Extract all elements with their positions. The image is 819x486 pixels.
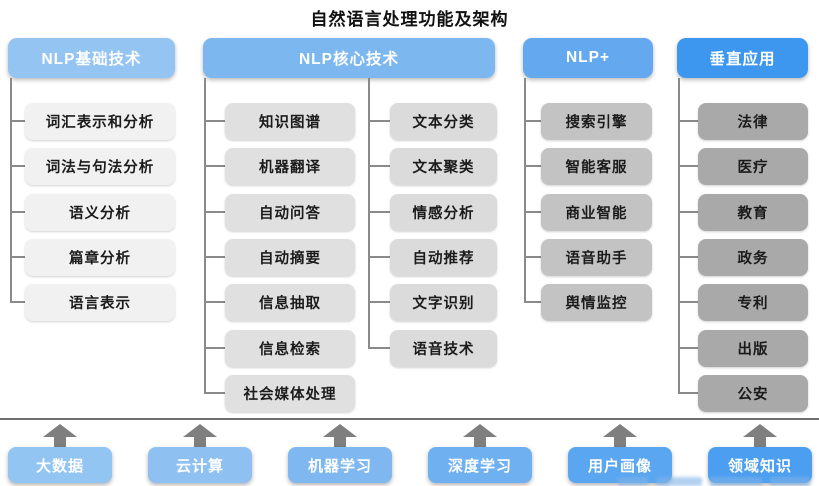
connector-branch [678, 211, 698, 213]
connector-trunk-nlp-plus [524, 78, 526, 303]
connector-branch [368, 211, 390, 213]
foundation-separator-line [0, 418, 819, 420]
up-arrow-icon [463, 424, 497, 448]
foundation-big-data: 大数据 [8, 447, 112, 483]
connector-branch [204, 211, 225, 213]
header-nlp-core: NLP核心技术 [203, 38, 495, 78]
node-ocr: 文字识别 [390, 284, 497, 321]
connector-branch [678, 165, 698, 167]
connector-branch [524, 211, 541, 213]
connector-branch [204, 120, 225, 122]
node-language-representation: 语言表示 [25, 284, 175, 321]
connector-branch [368, 165, 390, 167]
node-semantic-analysis: 语义分析 [25, 194, 175, 231]
node-publishing: 出版 [698, 330, 808, 367]
connector-branch [524, 256, 541, 258]
connector-branch [204, 392, 225, 394]
node-knowledge-graph: 知识图谱 [225, 103, 355, 140]
diagram-title: 自然语言处理功能及架构 [310, 10, 509, 29]
connector-branch [204, 256, 225, 258]
node-information-retrieval: 信息检索 [225, 330, 355, 367]
connector-branch [678, 301, 698, 303]
connector-branch [204, 347, 225, 349]
up-arrow-icon [43, 424, 77, 448]
connector-branch [10, 120, 25, 122]
node-discourse-analysis: 篇章分析 [25, 239, 175, 276]
header-nlp-basic: NLP基础技术 [8, 38, 175, 78]
connector-branch [204, 301, 225, 303]
connector-branch [678, 347, 698, 349]
node-lexical-representation: 词汇表示和分析 [25, 103, 175, 140]
header-vertical-apps: 垂直应用 [677, 38, 808, 78]
node-search-engine: 搜索引擎 [541, 103, 652, 140]
connector-branch [368, 347, 390, 349]
node-morphology-syntax: 词法与句法分析 [25, 148, 175, 185]
connector-branch [368, 256, 390, 258]
up-arrow-icon [183, 424, 217, 448]
node-machine-translation: 机器翻译 [225, 148, 355, 185]
node-business-intelligence: 商业智能 [541, 194, 652, 231]
foundation-cloud-computing: 云计算 [148, 447, 252, 483]
node-information-extraction: 信息抽取 [225, 284, 355, 321]
up-arrow-icon [603, 424, 637, 448]
node-opinion-monitoring: 舆情监控 [541, 284, 652, 321]
node-speech-technology: 语音技术 [390, 330, 497, 367]
connector-branch [678, 120, 698, 122]
node-sentiment-analysis: 情感分析 [390, 194, 497, 231]
node-education: 教育 [698, 194, 808, 231]
up-arrow-icon [323, 424, 357, 448]
node-text-clustering: 文本聚类 [390, 148, 497, 185]
connector-trunk-core-left [204, 78, 206, 394]
node-medical: 医疗 [698, 148, 808, 185]
connector-trunk-basic [10, 78, 12, 303]
connector-branch [524, 301, 541, 303]
up-arrow-icon [743, 424, 777, 448]
node-text-classification: 文本分类 [390, 103, 497, 140]
connector-trunk-core-right [368, 78, 370, 349]
connector-branch [368, 301, 390, 303]
node-auto-summarization: 自动摘要 [225, 239, 355, 276]
connector-branch [204, 165, 225, 167]
header-nlp-plus: NLP+ [523, 38, 653, 78]
node-public-security: 公安 [698, 375, 808, 412]
connector-branch [10, 301, 25, 303]
node-intelligent-customer-service: 智能客服 [541, 148, 652, 185]
connector-branch [10, 165, 25, 167]
connector-branch [678, 256, 698, 258]
connector-branch [368, 120, 390, 122]
connector-branch [678, 392, 698, 394]
node-social-media-processing: 社会媒体处理 [225, 375, 355, 412]
node-patent: 专利 [698, 284, 808, 321]
node-question-answering: 自动问答 [225, 194, 355, 231]
foundation-deep-learning: 深度学习 [428, 447, 532, 483]
node-voice-assistant: 语音助手 [541, 239, 652, 276]
connector-trunk-vertical [678, 78, 680, 394]
connector-branch [524, 165, 541, 167]
connector-branch [524, 120, 541, 122]
foundation-machine-learning: 机器学习 [288, 447, 392, 483]
watermark [618, 477, 818, 486]
connector-branch [10, 256, 25, 258]
node-auto-recommendation: 自动推荐 [390, 239, 497, 276]
node-government: 政务 [698, 239, 808, 276]
connector-branch [10, 211, 25, 213]
node-legal: 法律 [698, 103, 808, 140]
